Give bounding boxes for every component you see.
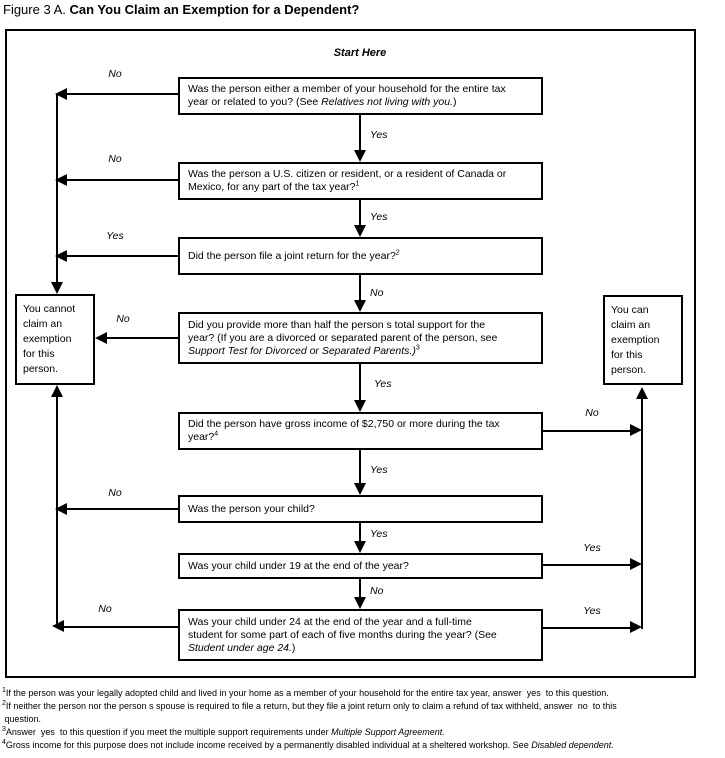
- footnote-4: 4Gross income for this purpose does not …: [2, 739, 614, 750]
- question-text: Was your child under 24 at the end of th…: [188, 615, 497, 654]
- branch-label-no: No: [370, 287, 384, 299]
- branch-label-no: No: [98, 603, 112, 615]
- arrowhead-left-icon: [55, 88, 67, 100]
- connector-q4-q5: [359, 364, 361, 401]
- arrowhead-left-icon: [55, 250, 67, 262]
- question-box-citizen: Was the person a U.S. citizen or residen…: [178, 162, 543, 200]
- arrowhead-down-icon: [354, 483, 366, 495]
- question-text: Did the person have gross income of $2,7…: [188, 418, 500, 443]
- connector-q6-no: [60, 508, 178, 510]
- branch-label-no: No: [108, 68, 122, 80]
- connector-q7-q8: [359, 579, 361, 598]
- question-text: Was the person either a member of your h…: [188, 83, 506, 108]
- arrowhead-down-icon: [354, 400, 366, 412]
- question-text: Was your child under 19 at the end of th…: [188, 559, 409, 572]
- connector-q2-no: [60, 179, 178, 181]
- left-rail-upper: [56, 94, 58, 282]
- connector-q1-no: [60, 93, 178, 95]
- branch-label-yes: Yes: [370, 211, 388, 223]
- connector-q8-yes: [543, 627, 631, 629]
- branch-label-yes: Yes: [370, 129, 388, 141]
- footnote-3: 3Answer yes to this question if you meet…: [2, 726, 445, 737]
- branch-label-no: No: [585, 407, 599, 419]
- connector-q7-yes: [543, 564, 631, 566]
- arrowhead-down-icon: [51, 282, 63, 294]
- arrowhead-left-icon: [95, 332, 107, 344]
- figure-title: Figure 3 A. Can You Claim an Exemption f…: [3, 2, 360, 17]
- question-text: Was the person a U.S. citizen or residen…: [188, 168, 507, 193]
- arrowhead-right-icon: [630, 621, 642, 633]
- connector-q1-q2: [359, 115, 361, 151]
- footnote-2: 2If neither the person nor the person s …: [2, 700, 617, 724]
- connector-q3-q4: [359, 275, 361, 301]
- connector-q5-no: [543, 430, 631, 432]
- arrowhead-right-icon: [630, 558, 642, 570]
- connector-q8-no: [60, 626, 178, 628]
- arrowhead-up-icon: [51, 385, 63, 397]
- question-box-household: Was the person either a member of your h…: [178, 77, 543, 115]
- connector-q5-q6: [359, 450, 361, 484]
- branch-label-yes: Yes: [370, 528, 388, 540]
- branch-label-no: No: [370, 585, 384, 597]
- question-box-your-child: Was the person your child?: [178, 495, 543, 523]
- branch-label-no: No: [108, 487, 122, 499]
- question-box-gross-income: Did the person have gross income of $2,7…: [178, 412, 543, 450]
- branch-label-yes: Yes: [583, 605, 601, 617]
- connector-q6-q7: [359, 523, 361, 542]
- branch-label-yes: Yes: [106, 230, 124, 242]
- flowchart-border: [5, 29, 696, 678]
- arrowhead-up-icon: [636, 387, 648, 399]
- branch-label-yes: Yes: [370, 464, 388, 476]
- arrowhead-left-icon: [52, 620, 64, 632]
- branch-label-yes: Yes: [583, 542, 601, 554]
- arrowhead-left-icon: [55, 174, 67, 186]
- arrowhead-down-icon: [354, 225, 366, 237]
- arrowhead-down-icon: [354, 300, 366, 312]
- question-text: Did the person file a joint return for t…: [188, 249, 400, 262]
- question-text: Did you provide more than half the perso…: [188, 318, 498, 357]
- branch-label-no: No: [108, 153, 122, 165]
- start-here-label: Start Here: [333, 47, 387, 59]
- arrowhead-down-icon: [354, 541, 366, 553]
- connector-q2-q3: [359, 200, 361, 226]
- arrowhead-right-icon: [630, 424, 642, 436]
- connector-q4-no: [107, 337, 178, 339]
- question-text: Was the person your child?: [188, 502, 315, 515]
- arrowhead-left-icon: [55, 503, 67, 515]
- footnotes: 1If the person was your legally adopted …: [2, 687, 718, 752]
- right-rail: [641, 398, 643, 629]
- branch-label-no: No: [116, 313, 130, 325]
- arrowhead-down-icon: [354, 150, 366, 162]
- question-box-under-19: Was your child under 19 at the end of th…: [178, 553, 543, 579]
- question-box-joint-return: Did the person file a joint return for t…: [178, 237, 543, 275]
- branch-label-yes: Yes: [374, 378, 392, 390]
- connector-q3-yes: [60, 255, 178, 257]
- question-box-support: Did you provide more than half the perso…: [178, 312, 543, 364]
- arrowhead-down-icon: [354, 597, 366, 609]
- question-box-under-24-student: Was your child under 24 at the end of th…: [178, 609, 543, 661]
- footnote-1: 1If the person was your legally adopted …: [2, 687, 609, 698]
